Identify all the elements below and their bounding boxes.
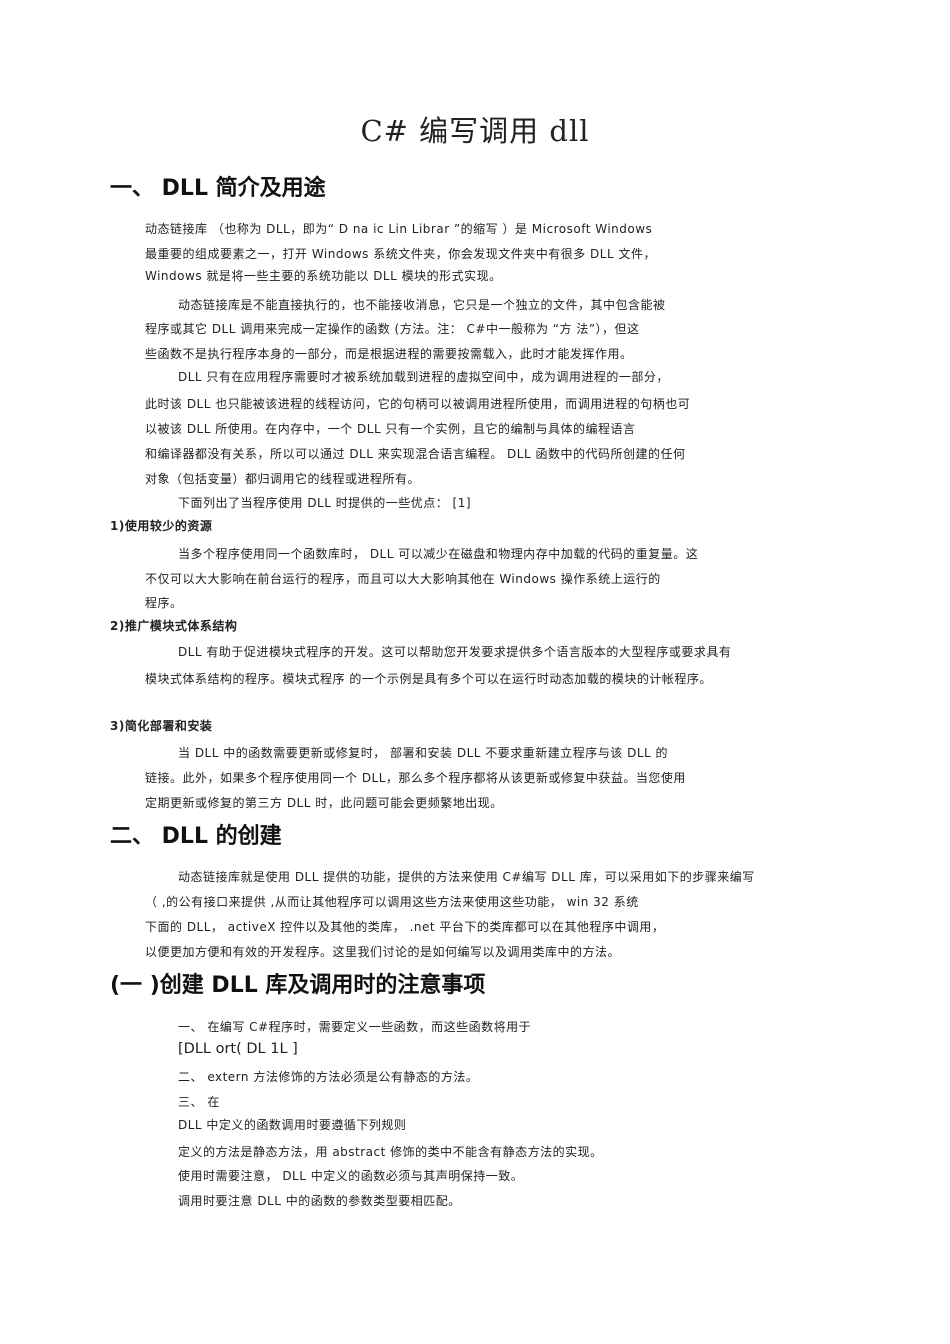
paragraph-line: 下面列出了当程序使用 DLL 时提供的一些优点： [1] <box>178 496 472 510</box>
paragraph-line: 定期更新或修复的第三方 DLL 时，此问题可能会更频繁地出现。 <box>145 796 503 810</box>
paragraph-line: 以便更加方便和有效的开发程序。这里我们讨论的是如何编写以及调用类库中的方法。 <box>145 945 621 959</box>
paragraph-line: 动态链接库 （也称为 DLL，即为“ D na ic Lin Librar ”的… <box>145 222 653 236</box>
subsection-heading: (一 )创建 DLL 库及调用时的注意事项 <box>110 973 486 998</box>
paragraph-line: 些函数不是执行程序本身的一部分，而是根据进程的需要按需载入，此时才能发挥作用。 <box>145 347 633 361</box>
list-heading: 2)推广模块式体系结构 <box>110 619 238 633</box>
list-heading: 1)使用较少的资源 <box>110 519 213 533</box>
paragraph-line: DLL 只有在应用程序需要时才被系统加载到进程的虚拟空间中，成为调用进程的一部分… <box>178 370 669 384</box>
page-title: C# 编写调用 dll <box>360 114 590 148</box>
paragraph-line: 程序。 <box>145 596 183 610</box>
section-heading-create: 二、 DLL 的创建 <box>110 824 282 849</box>
list-heading: 3)简化部署和安装 <box>110 719 213 733</box>
paragraph-line: 动态链接库是不能直接执行的，也不能接收消息，它只是一个独立的文件，其中包含能被 <box>178 298 666 312</box>
paragraph-line: 模块式体系结构的程序。模块式程序 的一个示例是具有多个可以在运行时动态加载的模块… <box>145 672 712 686</box>
paragraph-line: 下面的 DLL， activeX 控件以及其他的类库， .net 平台下的类库都… <box>145 920 665 934</box>
paragraph-line: 最重要的组成要素之一，打开 Windows 系统文件夹，你会发现文件夹中有很多 … <box>145 247 656 261</box>
paragraph-line: 二、 extern 方法修饰的方法必须是公有静态的方法。 <box>178 1070 479 1084</box>
paragraph-line: Windows 就是将一些主要的系统功能以 DLL 模块的形式实现。 <box>145 269 502 283</box>
paragraph-line: 三、 在 <box>178 1095 220 1109</box>
paragraph-line: 程序或其它 DLL 调用来完成一定操作的函数 (方法。注： C#中一般称为 “方… <box>145 322 640 336</box>
paragraph-line: 以被该 DLL 所使用。在内存中，一个 DLL 只有一个实例，且它的编制与具体的… <box>145 422 636 436</box>
paragraph-line: DLL 有助于促进模块式程序的开发。这可以帮助您开发要求提供多个语言版本的大型程… <box>178 645 732 659</box>
paragraph-line: （ ,的公有接口来提供 ,从而让其他程序可以调用这些方法来使用这些功能， win… <box>145 895 639 909</box>
paragraph-line: 此时该 DLL 也只能被该进程的线程访问，它的句柄可以被调用进程所使用，而调用进… <box>145 397 691 411</box>
paragraph-line: 当多个程序使用同一个函数库时， DLL 可以减少在磁盘和物理内存中加载的代码的重… <box>178 547 699 561</box>
paragraph-line: 调用时要注意 DLL 中的函数的参数类型要相匹配。 <box>178 1194 461 1208</box>
paragraph-line: 定义的方法是静态方法，用 abstract 修饰的类中不能含有静态方法的实现。 <box>178 1145 603 1159</box>
section-heading-intro: 一、 DLL 简介及用途 <box>110 176 326 201</box>
paragraph-line: 链接。此外，如果多个程序使用同一个 DLL，那么多个程序都将从该更新或修复中获益… <box>145 771 686 785</box>
paragraph-line: 不仅可以大大影响在前台运行的程序，而且可以大大影响其他在 Windows 操作系… <box>145 572 661 586</box>
paragraph-line: 动态链接库就是使用 DLL 提供的功能，提供的方法来使用 C#编写 DLL 库，… <box>178 870 755 884</box>
paragraph-line: 使用时需要注意， DLL 中定义的函数必须与其声明保持一致。 <box>178 1169 524 1183</box>
paragraph-line: 当 DLL 中的函数需要更新或修复时， 部署和安装 DLL 不要求重新建立程序与… <box>178 746 669 760</box>
paragraph-line: 对象（包括变量）都归调用它的线程或进程所有。 <box>145 472 421 486</box>
paragraph-line: 一、 在编写 C#程序时，需要定义一些函数，而这些函数将用于 <box>178 1020 532 1034</box>
paragraph-line: DLL 中定义的函数调用时要遵循下列规则 <box>178 1118 407 1132</box>
paragraph-line: 和编译器都没有关系，所以可以通过 DLL 来实现混合语言编程。 DLL 函数中的… <box>145 447 686 461</box>
code-line: [DLL ort( DL 1L ] <box>178 1041 298 1057</box>
